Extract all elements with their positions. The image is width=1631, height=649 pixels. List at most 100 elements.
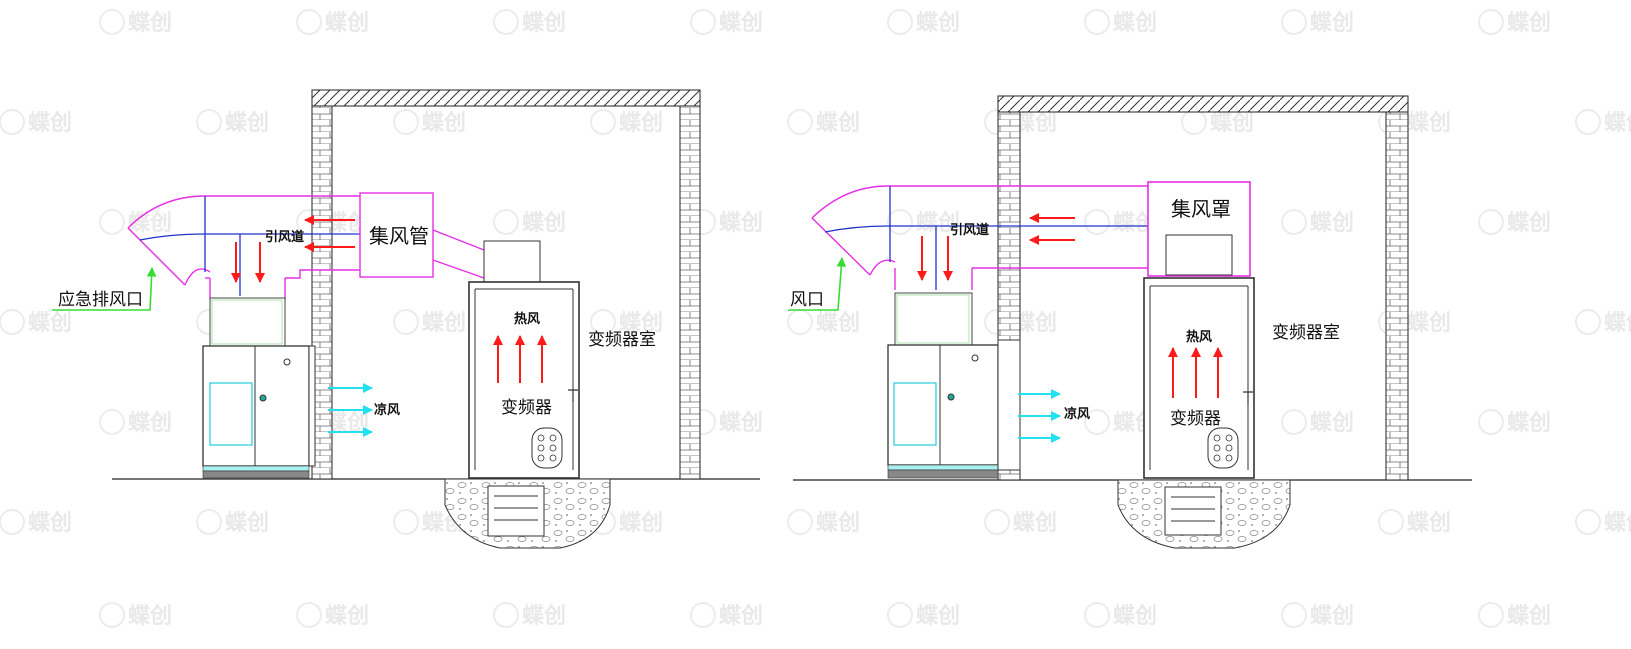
watermark-text: 蝶创 <box>225 511 269 536</box>
watermark-logo-icon <box>0 309 25 335</box>
watermark-text: 蝶创 <box>816 111 860 136</box>
watermark-logo-icon <box>787 509 813 535</box>
right-cool-air-label: 凉风 <box>1064 406 1090 422</box>
watermark-text: 蝶创 <box>1604 511 1631 536</box>
watermark-logo-icon <box>1281 9 1307 35</box>
watermark-text: 蝶创 <box>816 511 860 536</box>
watermark-logo-icon <box>393 309 419 335</box>
left-ceiling <box>311 89 701 107</box>
watermark-text: 蝶创 <box>1604 111 1631 136</box>
right-wall-right <box>1385 111 1409 481</box>
watermark-logo-icon <box>393 509 419 535</box>
left-collector-duct <box>432 229 485 279</box>
watermark-text: 蝶创 <box>1507 604 1551 629</box>
watermark-text: 蝶创 <box>225 111 269 136</box>
watermark-logo-icon <box>1084 209 1110 235</box>
watermark-logo-icon <box>1084 409 1110 435</box>
left-inverter <box>468 240 580 479</box>
watermark-text: 蝶创 <box>1507 11 1551 36</box>
watermark-logo-icon <box>196 109 222 135</box>
watermark-logo-icon <box>0 509 25 535</box>
right-room-label: 变频器室 <box>1272 323 1340 343</box>
right-inverter-label: 变频器 <box>1170 409 1221 429</box>
watermark-logo-icon <box>296 9 322 35</box>
watermark-logo-icon <box>787 309 813 335</box>
watermark-text: 蝶创 <box>522 604 566 629</box>
watermark-text: 蝶创 <box>1407 111 1451 136</box>
watermark-logo-icon <box>887 209 913 235</box>
watermark-text: 蝶创 <box>422 111 466 136</box>
right-outlet-pointer <box>788 257 847 311</box>
left-hot-air-label: 热风 <box>514 311 540 327</box>
watermark-logo-icon <box>1281 209 1307 235</box>
watermark-logo-icon <box>393 109 419 135</box>
left-scene: 集风管 引风道 应急排风口 凉风 <box>52 89 760 549</box>
watermark-logo-icon <box>690 9 716 35</box>
right-induced-duct-label: 引风道 <box>950 222 989 238</box>
left-collector-label: 集风管 <box>369 224 429 248</box>
watermark-logo-icon <box>1575 309 1601 335</box>
left-inverter-label: 变频器 <box>501 398 552 418</box>
watermark-text: 蝶创 <box>719 11 763 36</box>
right-air-cooler <box>887 292 1021 479</box>
watermark-logo-icon <box>1478 9 1504 35</box>
watermark-text: 蝶创 <box>1507 211 1551 236</box>
watermark-text: 蝶创 <box>325 11 369 36</box>
left-wall-left <box>311 105 333 480</box>
watermark-logo-icon <box>1281 602 1307 628</box>
watermark-text: 蝶创 <box>1113 11 1157 36</box>
watermark-text: 蝶创 <box>916 604 960 629</box>
watermark-text: 蝶创 <box>325 604 369 629</box>
watermark-logo-icon <box>493 602 519 628</box>
watermark-text: 蝶创 <box>619 511 663 536</box>
watermark-text: 蝶创 <box>1310 604 1354 629</box>
watermark-logo-icon <box>1575 509 1601 535</box>
right-hood-inner <box>1165 234 1233 276</box>
watermark-text: 蝶创 <box>1507 411 1551 436</box>
watermark-text: 蝶创 <box>816 311 860 336</box>
watermark-logo-icon <box>1575 109 1601 135</box>
watermark-text: 蝶创 <box>719 211 763 236</box>
watermark-logo-icon <box>99 602 125 628</box>
watermark-logo-icon <box>0 109 25 135</box>
right-outer-duct <box>811 185 1148 290</box>
left-air-cooler <box>202 297 316 479</box>
right-outlet-label: 风口 <box>790 290 824 310</box>
watermark-text: 蝶创 <box>719 604 763 629</box>
watermark-logo-icon <box>1478 602 1504 628</box>
watermark-text: 蝶创 <box>1113 604 1157 629</box>
watermark-logo-icon <box>99 409 125 435</box>
watermark-text: 蝶创 <box>1310 211 1354 236</box>
watermark-text: 蝶创 <box>422 311 466 336</box>
watermark-logo-icon <box>1478 409 1504 435</box>
watermark-logo-icon <box>1084 9 1110 35</box>
watermark-text: 蝶创 <box>28 511 72 536</box>
watermark-logo-icon <box>196 509 222 535</box>
watermark-logo-icon <box>984 509 1010 535</box>
watermark-text: 蝶创 <box>1407 511 1451 536</box>
watermark-text: 蝶创 <box>28 311 72 336</box>
right-cable-trench <box>1117 479 1291 549</box>
right-collector-label: 集风罩 <box>1171 197 1231 221</box>
watermark-text: 蝶创 <box>28 111 72 136</box>
watermark-logo-icon <box>493 9 519 35</box>
watermark-text: 蝶创 <box>916 11 960 36</box>
watermark-logo-icon <box>787 109 813 135</box>
watermark-logo-icon <box>1181 109 1207 135</box>
watermark-text: 蝶创 <box>619 311 663 336</box>
left-cable-trench <box>444 478 611 549</box>
watermark-text: 蝶创 <box>128 11 172 36</box>
watermark-logo-icon <box>99 209 125 235</box>
watermark-text: 蝶创 <box>128 211 172 236</box>
watermark-text: 蝶创 <box>1210 111 1254 136</box>
watermark-text: 蝶创 <box>1604 311 1631 336</box>
right-inner-duct <box>824 186 1148 290</box>
left-outer-duct <box>127 195 360 300</box>
right-inverter <box>1143 277 1255 479</box>
watermark-text: 蝶创 <box>1013 511 1057 536</box>
right-scene: 集风罩 引风道 风口 凉风 <box>788 95 1472 549</box>
left-outlet-label: 应急排风口 <box>58 290 143 310</box>
watermark-logo-icon <box>1281 409 1307 435</box>
watermark-logo-icon <box>590 309 616 335</box>
left-induced-duct-label: 引风道 <box>265 229 304 245</box>
